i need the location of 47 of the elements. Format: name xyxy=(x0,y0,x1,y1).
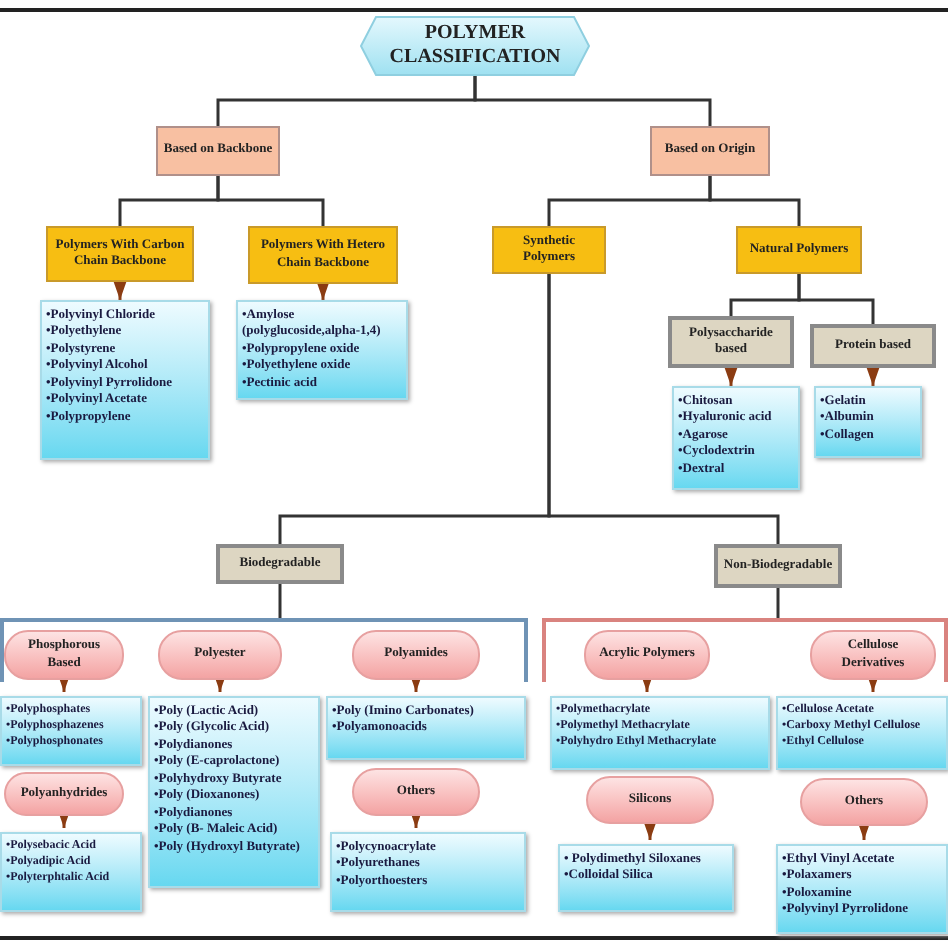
polymer-list xyxy=(0,832,142,912)
group-box xyxy=(216,544,344,584)
connector-line xyxy=(797,274,875,324)
category-box xyxy=(650,126,770,176)
type-pill xyxy=(800,778,928,826)
group-box xyxy=(668,316,794,368)
subcategory-box xyxy=(736,226,862,274)
arrow xyxy=(316,280,330,300)
subcategory-box xyxy=(492,226,606,274)
group-box xyxy=(714,544,842,588)
polymer-list xyxy=(0,696,142,766)
connector-line xyxy=(776,588,780,618)
category-box xyxy=(156,126,280,176)
polymer-list xyxy=(814,386,922,458)
type-pill xyxy=(352,630,480,680)
polymer-list xyxy=(558,844,734,912)
arrow xyxy=(724,366,738,386)
arrow xyxy=(113,280,127,300)
polymer-list xyxy=(40,300,210,460)
polymer-list xyxy=(672,386,800,490)
type-pill xyxy=(810,630,936,680)
type-pill xyxy=(584,630,710,680)
arrow xyxy=(857,820,871,840)
connector-line xyxy=(278,584,282,618)
connector-line xyxy=(708,176,801,226)
subcategory-box xyxy=(248,226,398,284)
subcategory-box xyxy=(46,226,194,282)
polymer-list xyxy=(776,844,948,934)
type-pill xyxy=(4,772,124,816)
polymer-list xyxy=(776,696,948,770)
polymer-list xyxy=(326,696,526,760)
connector-line xyxy=(216,176,325,226)
type-pill xyxy=(4,630,124,680)
type-pill xyxy=(158,630,282,680)
polymer-list xyxy=(236,300,408,400)
connector-line xyxy=(547,274,780,544)
type-pill xyxy=(352,768,480,816)
group-frame xyxy=(542,618,948,932)
polymer-list xyxy=(148,696,320,888)
polymer-list xyxy=(330,832,526,912)
node-label: POLYMER CLASSIFICATION xyxy=(387,21,563,71)
arrow xyxy=(866,366,880,386)
title-hexagon xyxy=(360,16,590,76)
connector-line xyxy=(473,76,712,126)
polymer-list xyxy=(550,696,770,770)
type-pill xyxy=(586,776,714,824)
group-box xyxy=(810,324,936,368)
